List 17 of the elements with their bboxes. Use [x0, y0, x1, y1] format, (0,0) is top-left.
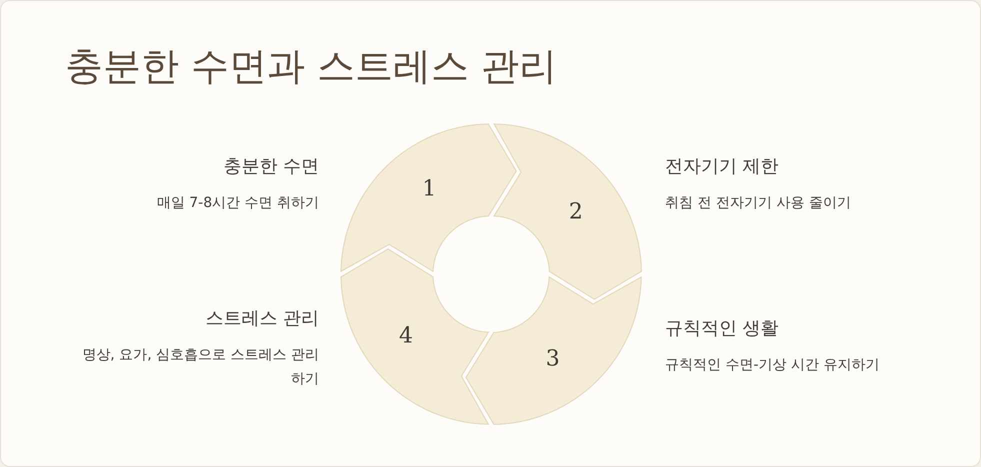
step-description: 매일 7-8시간 수면 취하기: [156, 194, 319, 213]
step-description: 명상, 요가, 심호흡으로 스트레스 관리하기: [81, 346, 319, 389]
step-description: 규칙적인 수면-기상 시간 유지하기: [665, 356, 880, 375]
step-heading: 충분한 수면: [223, 155, 319, 178]
step-heading: 스트레스 관리: [205, 307, 319, 330]
step-heading: 규칙적인 생활: [665, 317, 779, 340]
step-number: 2: [568, 200, 583, 225]
step-description: 취침 전 전자기기 사용 줄이기: [665, 194, 851, 213]
ring-segment: [466, 276, 641, 424]
diagram-title: 충분한 수면과 스트레스 관리: [65, 43, 558, 90]
ring-segment: [494, 124, 641, 300]
ring-segment: [341, 248, 488, 424]
step-number: 4: [399, 323, 414, 348]
step-number: 1: [422, 176, 436, 202]
ring-segment: [341, 124, 516, 272]
step-number: 3: [546, 346, 560, 372]
step-heading: 전자기기 제한: [665, 155, 779, 178]
